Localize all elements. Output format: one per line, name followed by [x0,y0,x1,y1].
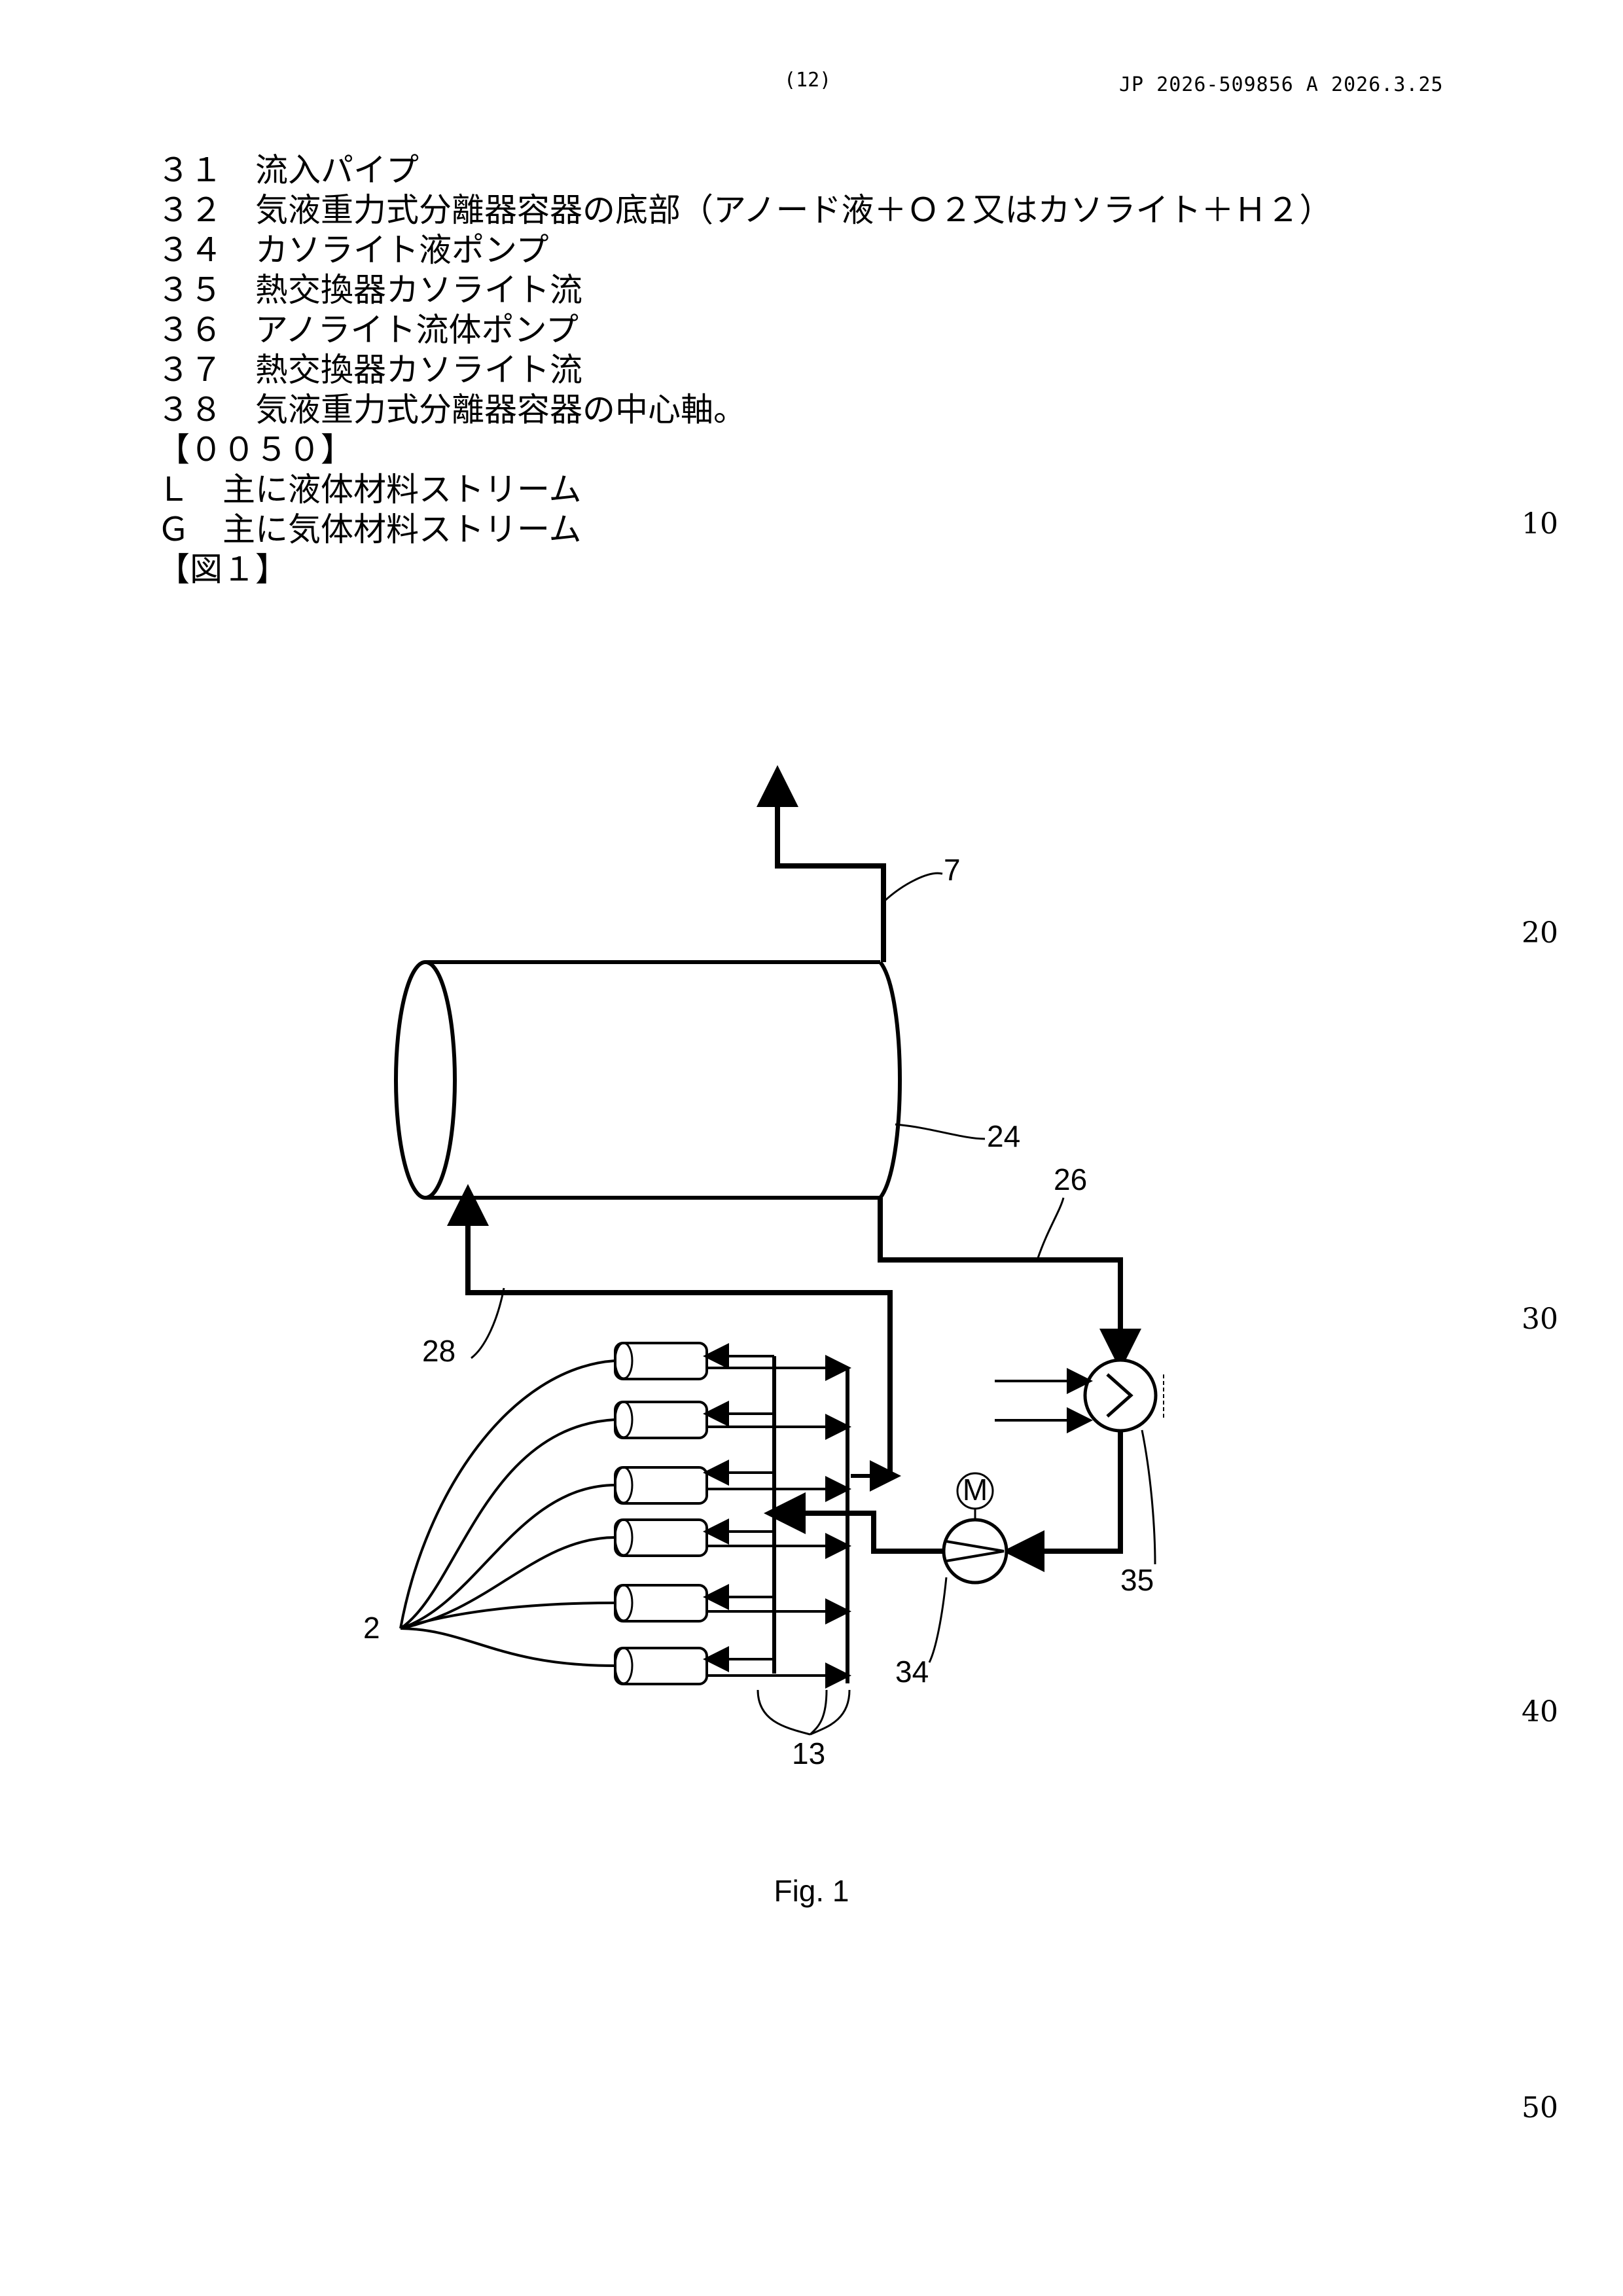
gas-outlet-pipe [777,776,883,962]
power-leads [401,1361,615,1666]
heat-exchanger [995,1360,1164,1431]
cell [615,1402,846,1438]
cell [615,1585,846,1621]
label-34: 34 [895,1655,929,1689]
motor-label: M [963,1473,988,1507]
label-2: 2 [363,1611,380,1645]
label-7: 7 [944,853,961,887]
cathodelite-pump: M [944,1473,1007,1583]
separator-vessel [396,962,900,1198]
cell [615,1343,846,1379]
cell [615,1648,846,1684]
cell [615,1467,846,1503]
label-24: 24 [987,1119,1020,1153]
label-35: 35 [1120,1563,1154,1597]
leader-lines [471,873,1155,1734]
cell [615,1520,846,1556]
label-26: 26 [1054,1162,1087,1196]
label-13: 13 [792,1736,825,1770]
label-28: 28 [422,1334,455,1368]
pipe-26 [880,1198,1120,1360]
pipe-hx-to-pump [1013,1431,1120,1551]
figure-caption: Fig. 1 [774,1874,849,1908]
